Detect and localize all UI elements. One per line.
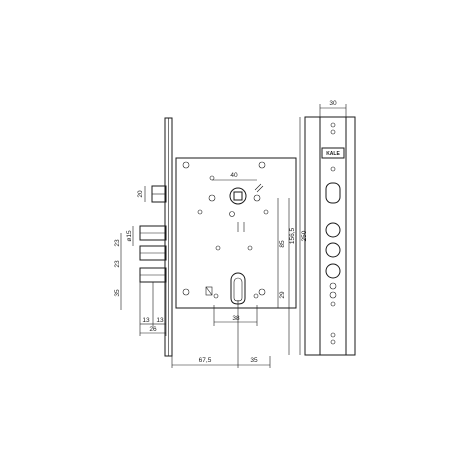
dim-follower: 40 xyxy=(230,172,238,179)
dim-spacing-1: 23 xyxy=(114,239,121,247)
faceplate-front: KALE xyxy=(304,116,356,356)
dim-case-35: 35 xyxy=(250,357,258,364)
dim-85: 85 xyxy=(279,240,286,248)
front-plate-side xyxy=(164,117,173,357)
lock-case xyxy=(175,157,297,309)
dim-offset-13a: 13 xyxy=(142,317,150,324)
dim-plate-width: 30 xyxy=(329,100,337,107)
dimension-lines xyxy=(120,104,347,368)
case-internals xyxy=(182,161,269,305)
dim-offset-13b: 13 xyxy=(156,317,164,324)
dim-cylinder: 38 xyxy=(232,315,240,322)
dimension-labels: 30 250 156,5 85 29 40 38 67,5 35 20 ø15 … xyxy=(114,100,337,364)
dim-lower-35: 35 xyxy=(114,289,121,297)
dim-29: 29 xyxy=(279,291,286,299)
dim-backset: 67,5 xyxy=(199,357,212,364)
dim-bolt-height: 20 xyxy=(137,190,144,198)
dim-offset-26: 26 xyxy=(149,326,157,333)
dim-total-height: 250 xyxy=(301,230,308,241)
dim-latch-dia: ø15 xyxy=(126,230,133,242)
dim-156: 156,5 xyxy=(289,227,296,244)
brand-logo: KALE xyxy=(326,151,340,157)
dim-spacing-2: 23 xyxy=(114,260,121,268)
deadbolts xyxy=(139,185,167,283)
